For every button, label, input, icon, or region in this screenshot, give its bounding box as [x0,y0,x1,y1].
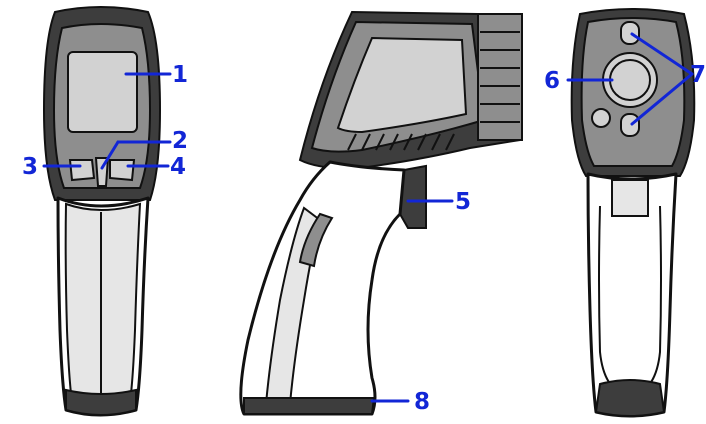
side-view [239,10,524,416]
front-display [67,51,138,133]
rear-small-port [591,108,611,128]
side-vent-slots [347,133,455,151]
front-handle-base [65,388,137,416]
side-nose [477,13,523,141]
callout-2: 2 [172,128,188,154]
side-handle-strap [298,212,334,268]
callout-5: 5 [455,189,471,215]
callout-3: 3 [22,154,38,180]
callout-4: 4 [170,154,186,180]
front-button-left [68,159,96,182]
side-handle-base [243,397,376,415]
front-button-right [109,159,136,182]
callout-1: 1 [172,62,188,88]
rear-view [570,8,696,418]
rear-trigger-slot [611,179,649,217]
leader-2 [100,140,120,170]
side-nose-ribs [480,31,520,123]
callout-labels: 1 2 3 4 5 6 7 8 [22,62,706,415]
leader-7b [630,72,694,126]
front-handle-grip [64,202,142,407]
side-handle [239,160,406,416]
callout-8: 8 [414,389,430,415]
leader-lines [42,32,694,403]
side-window [336,36,468,134]
callout-6: 6 [544,68,560,94]
rear-laser-window-top [620,21,640,45]
callout-7: 7 [690,62,706,88]
rear-handle-base [594,379,666,417]
leader-7a [630,32,694,76]
front-view [42,6,162,417]
rear-laser-window-bottom [620,113,640,137]
